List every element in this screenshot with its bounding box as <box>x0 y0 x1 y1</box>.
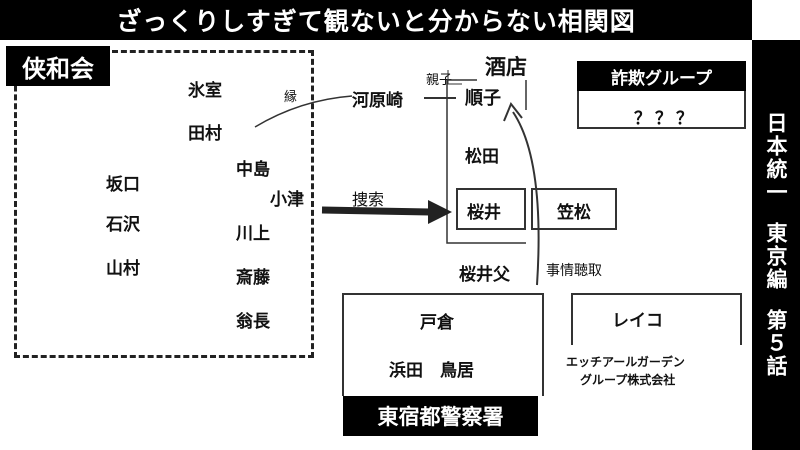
police-label: 東宿都警察署 <box>343 396 538 436</box>
relation-oyako: 親子 <box>426 73 453 88</box>
officers-hamada-torii: 浜田 鳥居 <box>389 361 474 381</box>
kyowakai-label: 侠和会 <box>6 46 110 86</box>
oyako-mark <box>447 70 462 85</box>
jijou-arrow-head <box>503 102 523 122</box>
episode-side-label: 日本統一 東京編 第５話 <box>752 40 800 450</box>
episode-number: 第５話 <box>764 309 788 378</box>
officer-tokura: 戸倉 <box>420 313 454 333</box>
kasamatsu-box <box>531 188 617 230</box>
relation-en: 縁 <box>284 90 298 105</box>
member-ishizawa: 石沢 <box>106 215 140 235</box>
fraud-group-unknown: ？？？ <box>634 109 697 129</box>
sakaten-label: 酒店 <box>485 55 527 79</box>
member-tamura: 田村 <box>188 124 222 144</box>
member-kawakami: 川上 <box>236 224 270 244</box>
person-kasamatsu: 笠松 <box>557 203 591 223</box>
reiko-company-line1: エッチアールガーデン <box>566 355 685 369</box>
reiko-box <box>571 293 742 345</box>
person-matsuda: 松田 <box>465 147 499 167</box>
member-ozu: 小津 <box>270 190 304 210</box>
sakurai-box <box>456 188 526 230</box>
member-nakajima: 中島 <box>236 160 270 180</box>
sousaku-arrow-shaft <box>321 206 431 216</box>
person-junko: 順子 <box>465 88 501 109</box>
sousaku-arrow-head <box>428 200 452 224</box>
member-himuro: 氷室 <box>188 81 222 101</box>
relation-jijou: 事情聴取 <box>546 263 602 279</box>
en-curve <box>254 95 353 128</box>
person-sakurai-father: 桜井父 <box>459 265 510 285</box>
person-sakurai: 桜井 <box>467 203 501 223</box>
reiko-company-line2: グループ株式会社 <box>580 373 676 387</box>
member-yamamura: 山村 <box>106 259 140 279</box>
series-name: 日本統一 <box>764 112 788 204</box>
jijou-arrow-shaft <box>512 111 540 286</box>
person-reiko: レイコ <box>612 311 663 331</box>
police-box <box>342 293 544 396</box>
relation-sousaku: 捜索 <box>352 190 385 209</box>
sakaten-bracket-left <box>446 80 526 244</box>
member-sakaguchi: 坂口 <box>106 175 140 195</box>
kyowakai-group-box <box>14 50 314 358</box>
member-onaga: 翁長 <box>236 312 270 332</box>
arc-name: 東京編 <box>764 222 788 291</box>
person-kawarazaki: 河原崎 <box>352 91 403 111</box>
page-title: ざっくりしすぎて観ないと分からない相関図 <box>0 0 752 40</box>
fraud-group-label: 詐欺グループ <box>577 61 746 91</box>
member-saito: 斎藤 <box>236 268 270 288</box>
